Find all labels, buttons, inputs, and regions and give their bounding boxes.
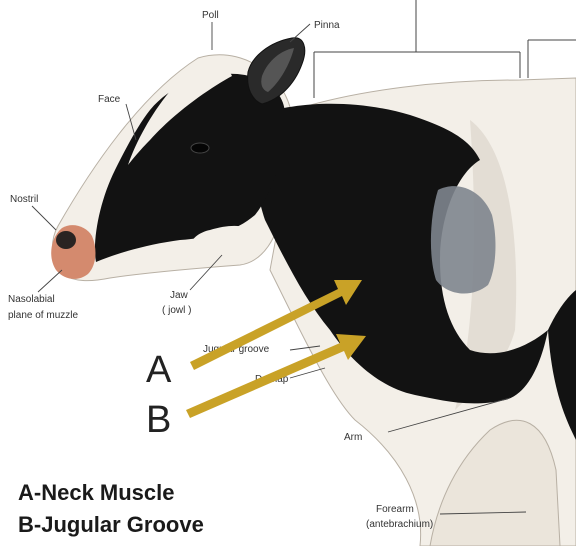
legend-a: A-Neck Muscle	[18, 480, 175, 505]
label-face: Face	[98, 94, 121, 105]
cow-eye	[191, 143, 209, 153]
label-nasolabial-line1: Nasolabial	[8, 294, 55, 305]
label-pinna: Pinna	[314, 20, 340, 31]
label-nasolabial-line2: plane of muzzle	[8, 310, 78, 321]
cow-muzzle	[51, 225, 95, 279]
nostril-shape	[56, 231, 76, 249]
label-forearm-line1: Forearm	[376, 504, 414, 515]
label-jaw-line1: Jaw	[170, 290, 189, 301]
marker-a: A	[146, 349, 172, 391]
label-forearm-line2: (antebrachium)	[366, 519, 433, 530]
marker-b: B	[146, 399, 171, 441]
label-arm: Arm	[344, 432, 362, 443]
label-jaw-line2: ( jowl )	[162, 305, 191, 316]
legend: A-Neck Muscle B-Jugular Groove	[18, 480, 204, 537]
label-nostril: Nostril	[10, 194, 38, 205]
label-poll: Poll	[202, 10, 219, 21]
legend-b: B-Jugular Groove	[18, 512, 204, 537]
